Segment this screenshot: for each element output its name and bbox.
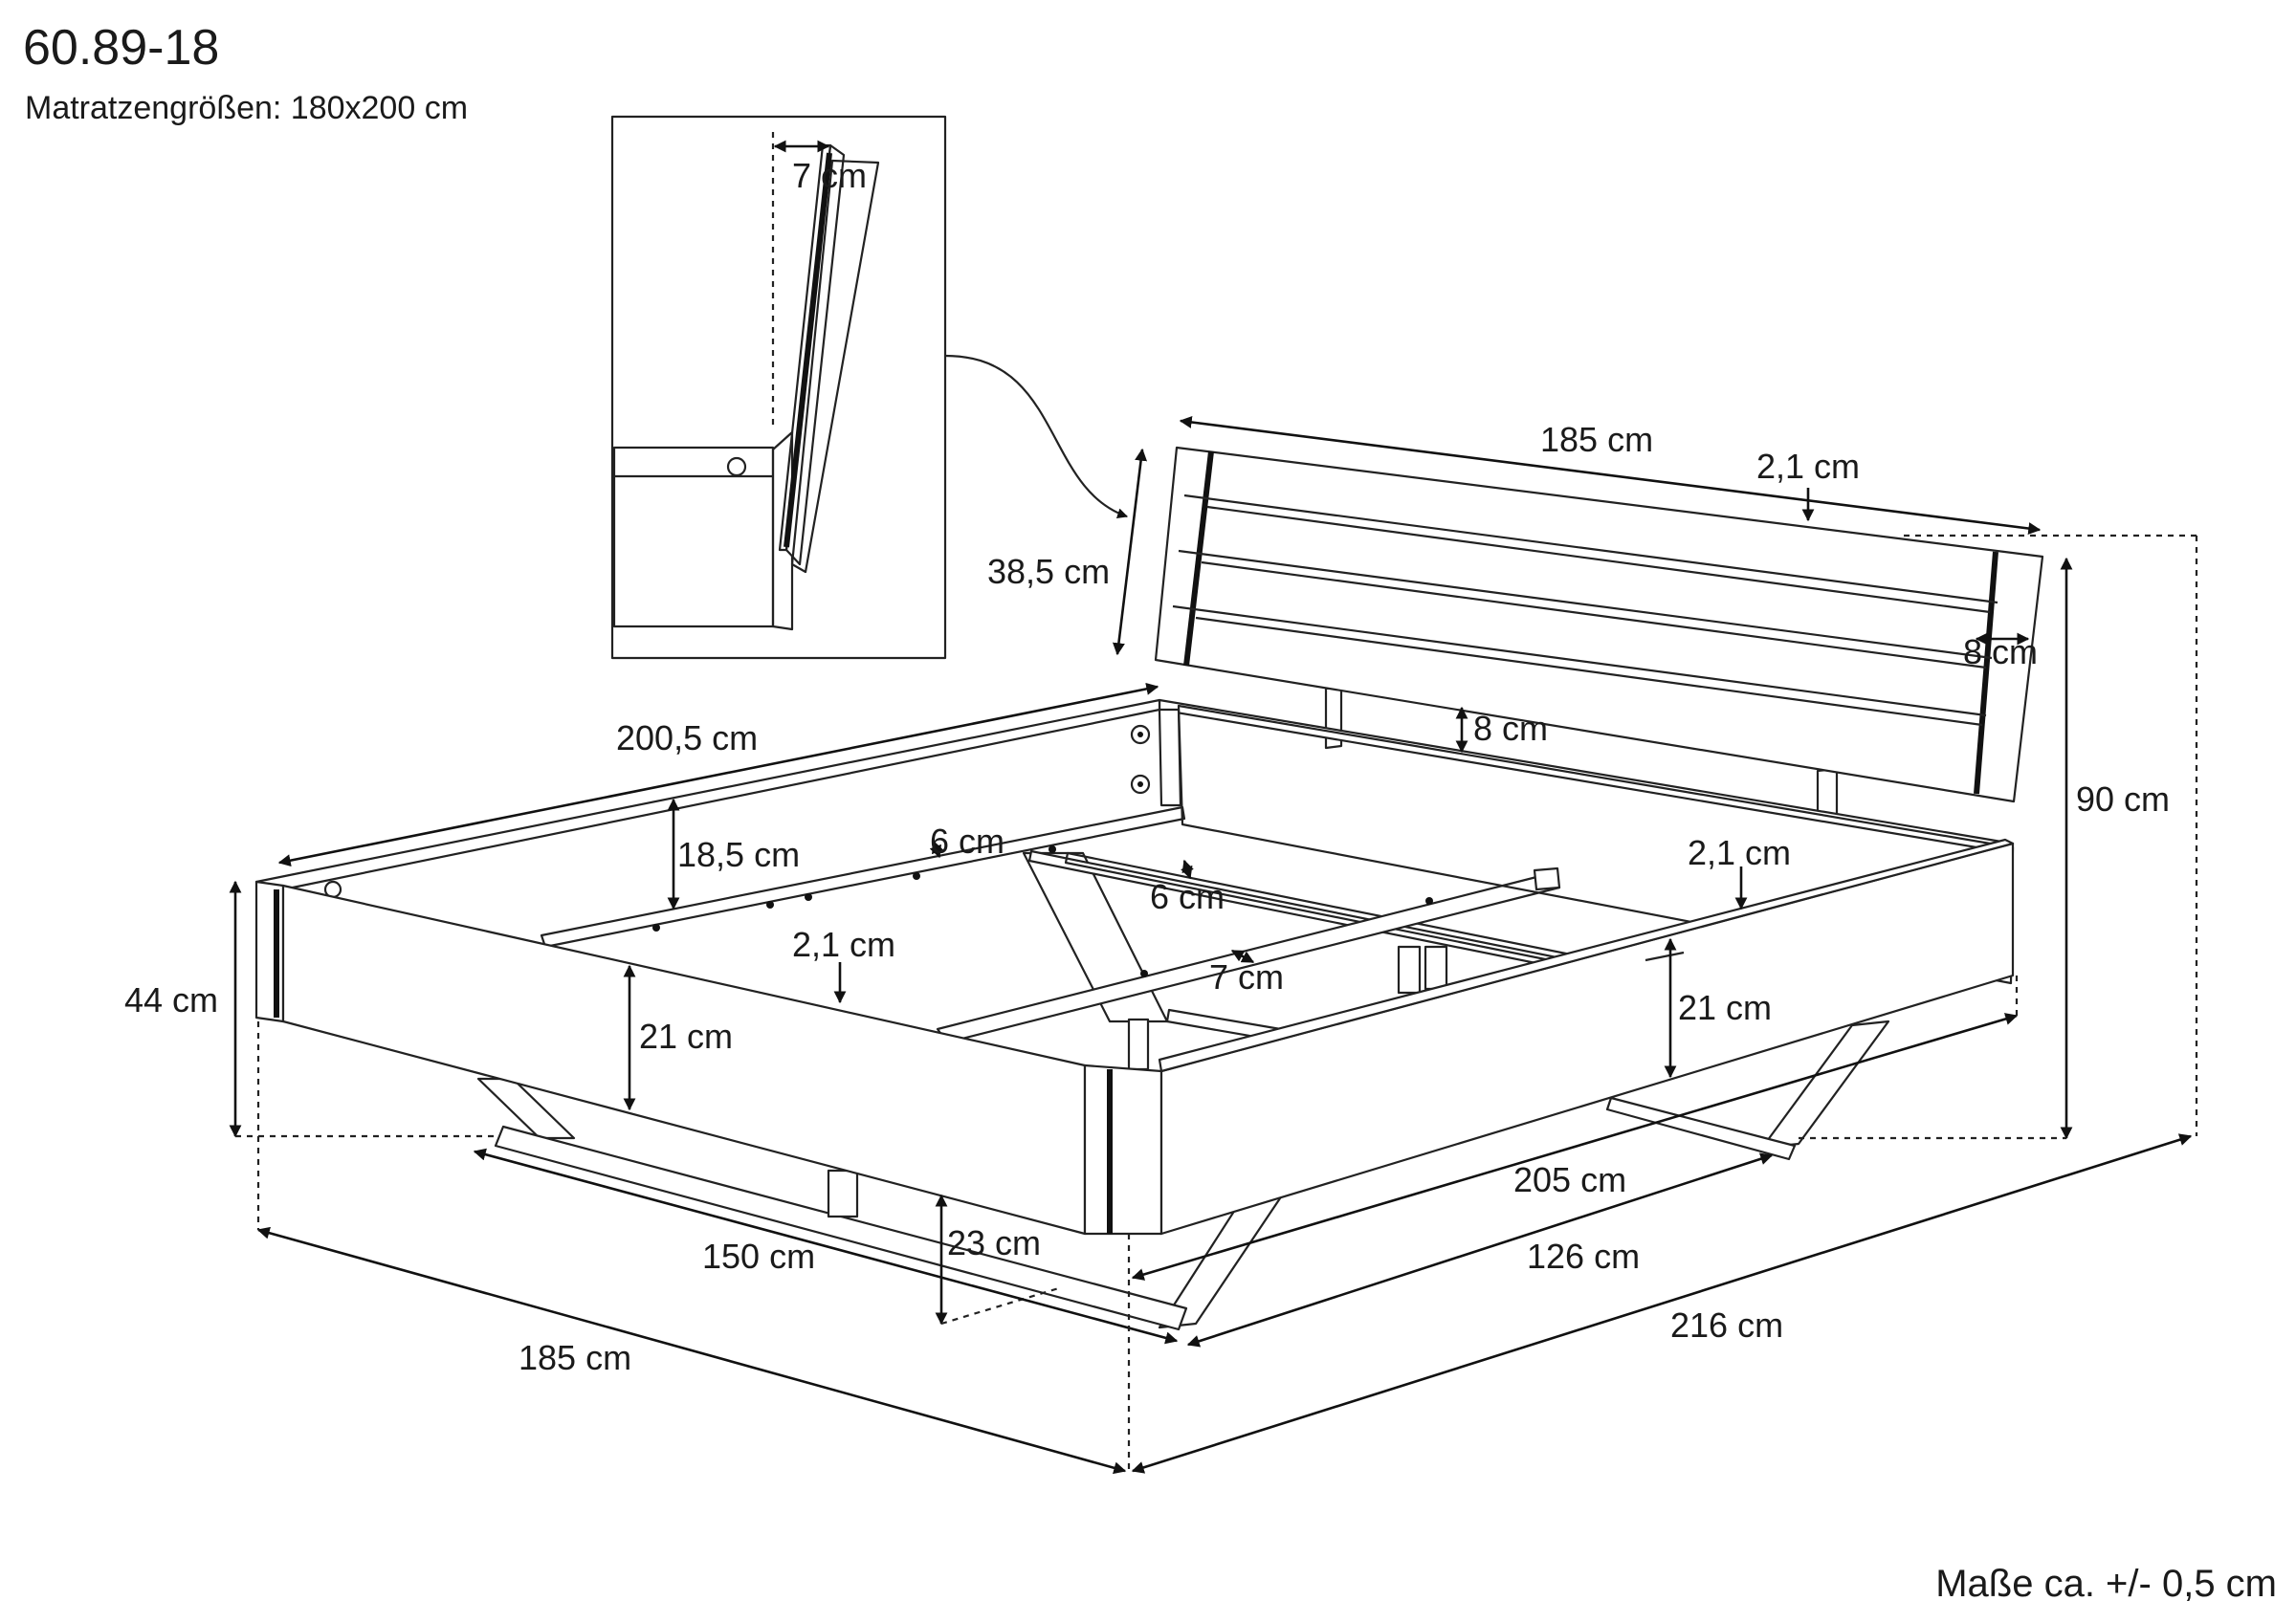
inset-side-board [612, 446, 775, 628]
dim-total-width [256, 1226, 1127, 1475]
article-number: 60.89-18 [23, 20, 220, 76]
label-headboard-thickness: 2,1 cm [1756, 447, 1860, 486]
crossbar-post-right [1397, 945, 1422, 995]
label-slat-rail: 6 cm [930, 822, 1004, 861]
headboard-slat-2b [1178, 549, 1993, 660]
headboard-slat-3b [1172, 604, 1987, 717]
dim-center-beam [1181, 859, 1194, 880]
label-total-width: 185 cm [519, 1338, 631, 1377]
label-frame-length: 200,5 cm [616, 718, 758, 757]
label-headboard-leg: 8 cm [1963, 632, 2038, 671]
headboard [1154, 446, 2044, 819]
inset-headboard-dark-edge [784, 152, 832, 548]
label-side-height: 18,5 cm [677, 835, 800, 874]
crossbar-post-right-2 [1424, 945, 1448, 991]
frame-front-corner [1083, 1064, 1163, 1236]
dim-frame-length [277, 682, 1159, 867]
label-headboard-width: 185 cm [1540, 420, 1653, 459]
mattress-size: Matratzengrößen: 180x200 cm [25, 90, 469, 126]
label-center-beam: 6 cm [1150, 877, 1225, 916]
crossbar-post-left [1127, 1018, 1150, 1071]
dimension-lines [229, 416, 2198, 1475]
frame-back-inner [1177, 704, 2015, 985]
detail-thickness-label: 7 cm [792, 156, 867, 195]
dim-total-length [1131, 1133, 2193, 1474]
label-crossbar: 7 cm [1209, 957, 1284, 997]
headboard-edge-right [1974, 551, 1998, 795]
label-total-height: 90 cm [2076, 779, 2170, 819]
dim-headboard-width [1179, 416, 2042, 535]
frame-back-corner [1158, 708, 1182, 807]
headboard-slat-3 [1195, 616, 1983, 727]
label-frame-thickness-front: 2,1 cm [792, 925, 895, 964]
dim-crossbar [1230, 949, 1255, 964]
label-runner-length: 126 cm [1527, 1237, 1640, 1276]
inset-frame [610, 115, 947, 660]
inset-bolt-hole [726, 456, 747, 477]
label-headboard-height: 38,5 cm [987, 552, 1110, 591]
callout-connector [944, 354, 1129, 518]
headboard-slat-2 [1201, 560, 1987, 669]
label-bed-height: 44 cm [124, 980, 218, 1020]
inset-headboard-panel [790, 159, 880, 574]
headboard-post-right [1816, 767, 1839, 819]
tolerance-note: Maße ca. +/- 0,5 cm [1935, 1563, 2277, 1605]
label-total-length: 216 cm [1670, 1305, 1783, 1345]
label-headboard-gap: 8 cm [1473, 709, 1548, 748]
label-side-board-left: 21 cm [639, 1017, 733, 1056]
dim-slat-rail [929, 840, 944, 859]
dimension-labels: 185 cm 2,1 cm 38,5 cm 8 cm 8 cm 90 cm 20… [124, 420, 2170, 1377]
label-frame-thickness-right: 2,1 cm [1688, 833, 1791, 872]
headboard-panel [1154, 446, 2044, 803]
dim-headboard-height [1112, 448, 1148, 656]
crossbar-end-cap [1533, 866, 1561, 891]
label-leg-height: 23 cm [947, 1223, 1041, 1262]
label-runner-width: 150 cm [702, 1237, 815, 1276]
detail-inset: 7 cm [610, 115, 1129, 660]
inset-board-end [771, 430, 794, 631]
label-side-board-right: 21 cm [1678, 988, 1772, 1027]
label-side-length: 205 cm [1513, 1160, 1626, 1199]
runner-center-post [827, 1169, 859, 1218]
